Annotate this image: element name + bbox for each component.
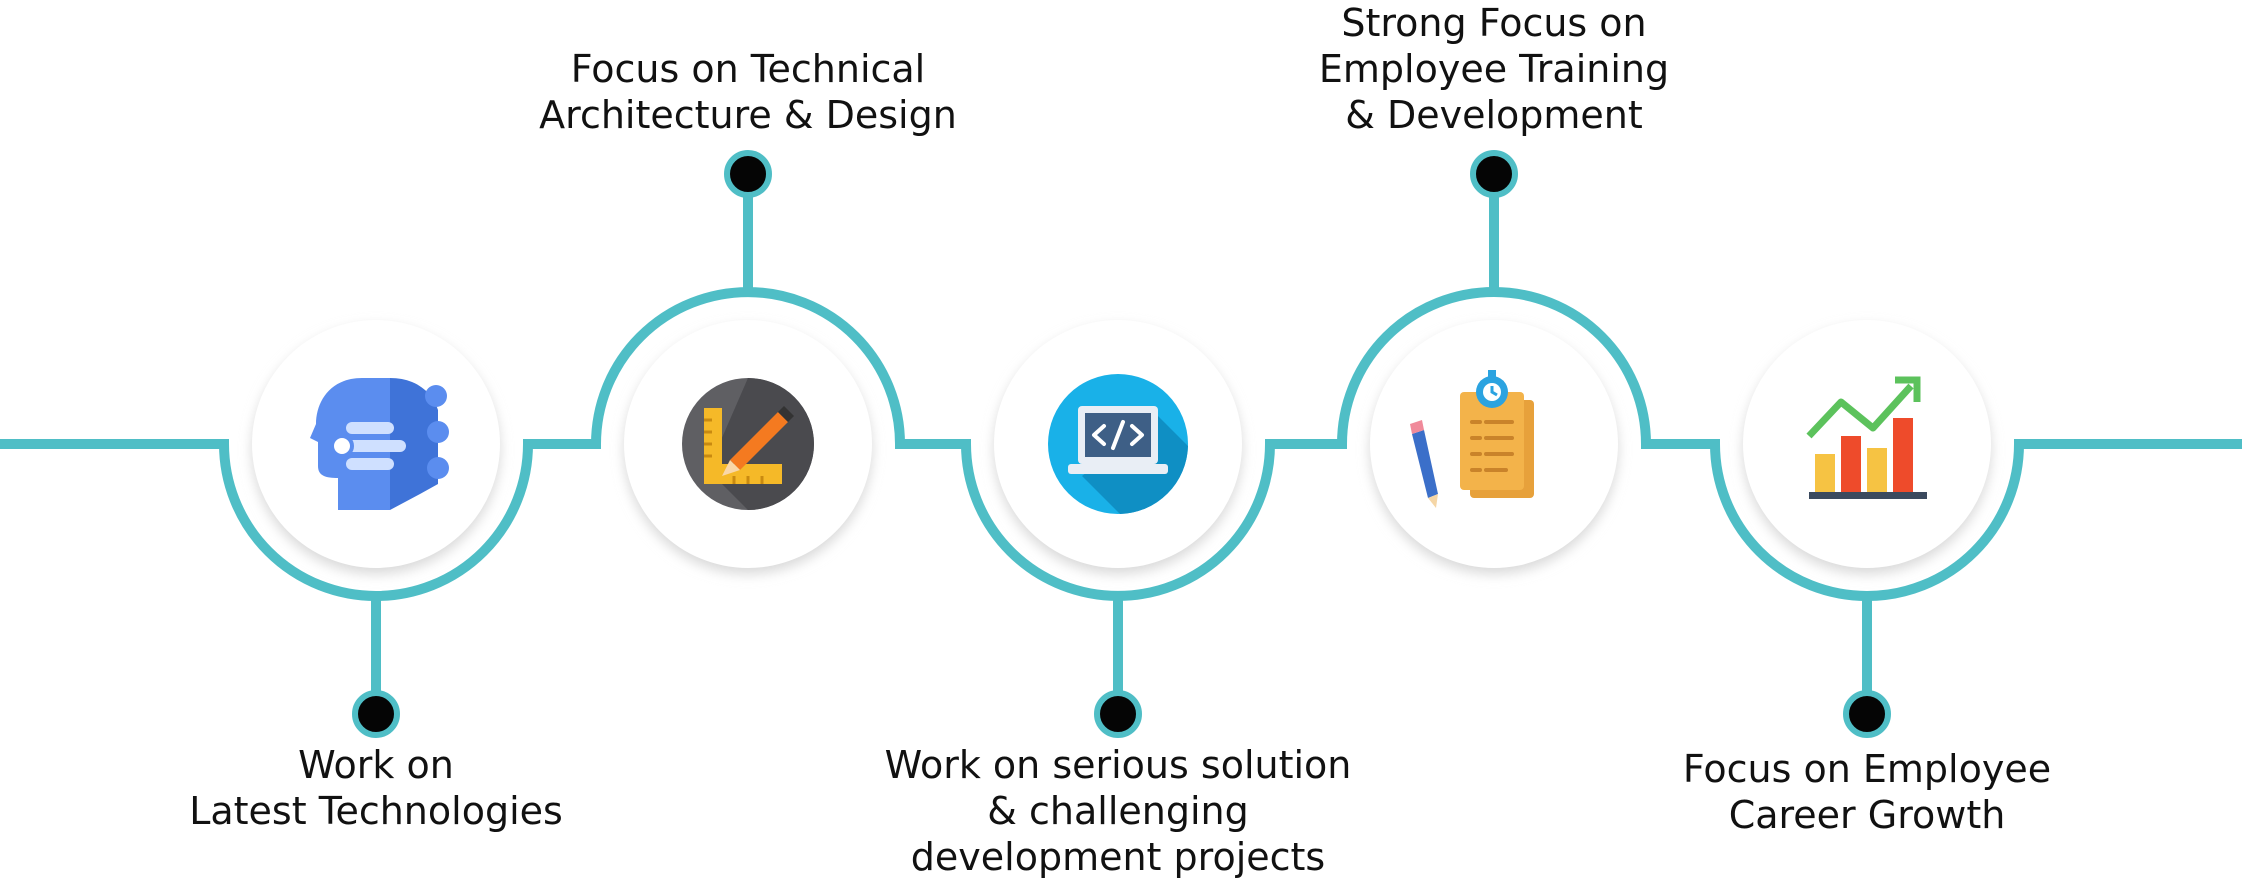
connector-line — [0, 287, 2242, 601]
step-4-label: Strong Focus on Employee Training & Deve… — [1318, 1, 1670, 137]
node-dot-2 — [724, 150, 772, 198]
node-dot-3 — [1094, 690, 1142, 738]
code-laptop-icon — [1048, 374, 1188, 514]
step-2-label: Focus on Technical Architecture & Design — [539, 47, 957, 137]
ruler-pencil-icon — [682, 378, 814, 510]
step-1-label: Work on Latest Technologies — [189, 743, 563, 833]
ai-head-icon — [310, 378, 449, 510]
node-dot-1 — [352, 690, 400, 738]
node-dot-5 — [1843, 690, 1891, 738]
step-3-label: Work on serious solution & challenging d… — [884, 743, 1352, 879]
clipboard-pencil-icon — [1410, 370, 1534, 508]
step-5-label: Focus on Employee Career Growth — [1682, 747, 2052, 837]
node-dot-4 — [1470, 150, 1518, 198]
growth-chart-icon — [1806, 376, 1927, 499]
